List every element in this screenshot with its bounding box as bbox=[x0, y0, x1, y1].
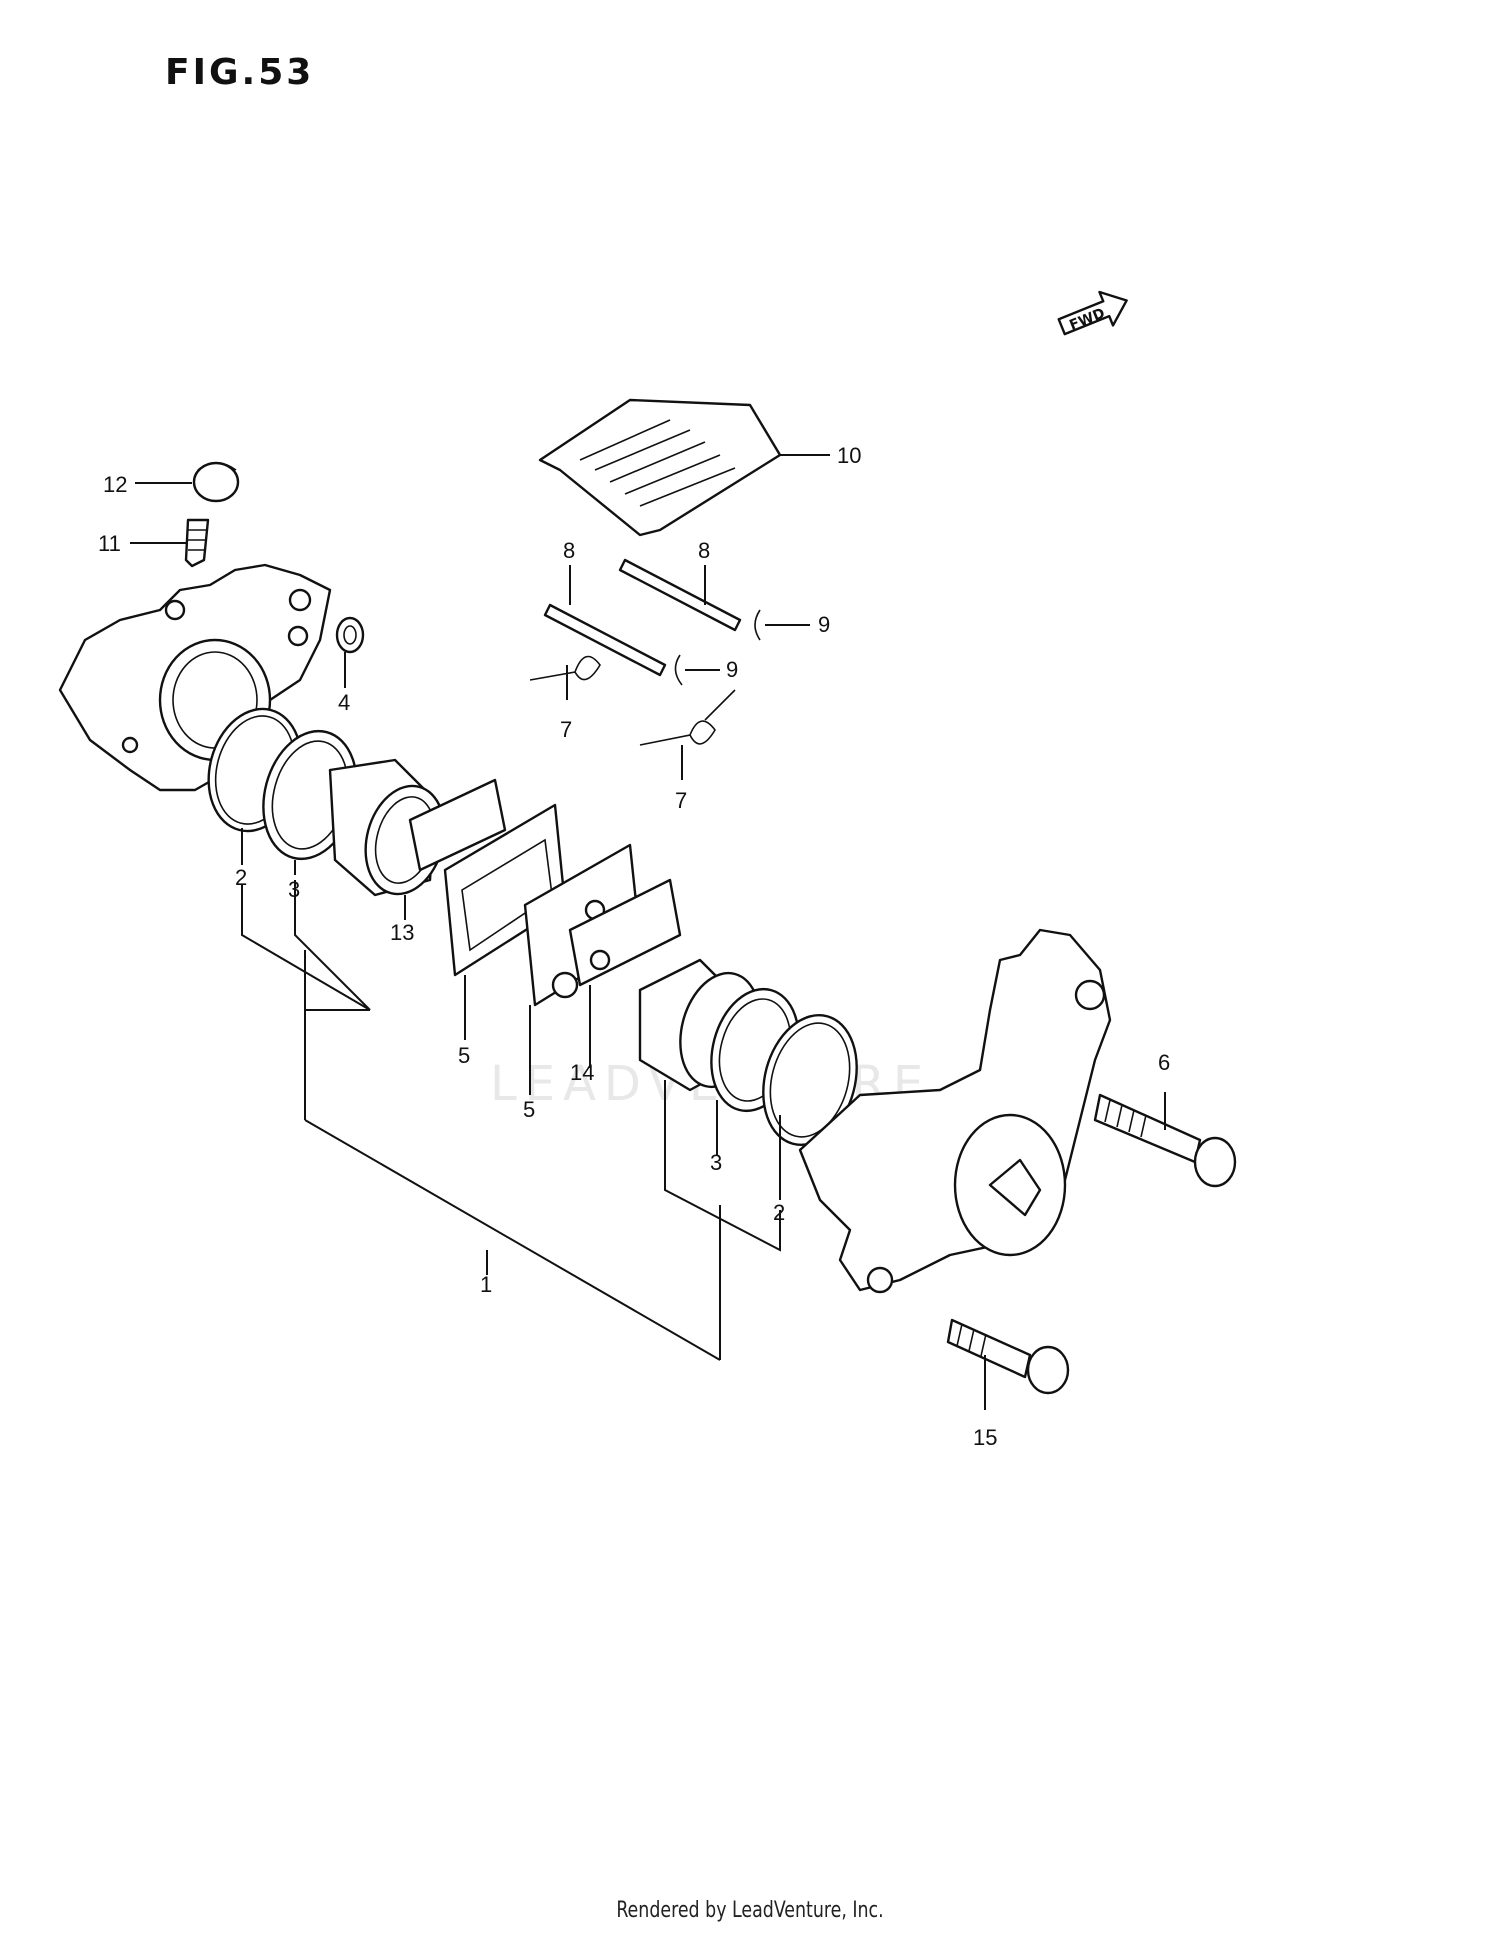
callout-3a: 3 bbox=[288, 877, 300, 902]
callout-9b: 9 bbox=[726, 657, 738, 682]
fwd-arrow-icon: FWD bbox=[1057, 290, 1128, 336]
callout-10: 10 bbox=[837, 443, 861, 468]
callout-4: 4 bbox=[338, 690, 350, 715]
leader-lines bbox=[130, 454, 1166, 1410]
callout-8a: 8 bbox=[563, 538, 575, 563]
spring-7-b bbox=[639, 689, 736, 746]
figure-title: FIG.53 bbox=[165, 52, 315, 93]
shim-left bbox=[408, 778, 507, 872]
bolt-6 bbox=[1093, 1093, 1237, 1188]
bleeder-cap-12 bbox=[192, 461, 240, 503]
callout-5a: 5 bbox=[458, 1043, 470, 1068]
callout-8b: 8 bbox=[698, 538, 710, 563]
callout-2b: 2 bbox=[773, 1200, 785, 1225]
callout-2a: 2 bbox=[235, 865, 247, 890]
callout-15: 15 bbox=[973, 1425, 997, 1450]
caliper-housing-right bbox=[798, 928, 1112, 1294]
bleeder-valve-11 bbox=[184, 518, 210, 568]
footer-credit: Rendered by LeadVenture, Inc. bbox=[616, 1898, 884, 1923]
callout-13: 13 bbox=[390, 920, 414, 945]
callout-labels: 12 11 10 8 8 9 9 7 7 4 2 3 13 5 5 14 3 2… bbox=[98, 443, 1170, 1450]
seal-2-right bbox=[762, 1013, 858, 1147]
callout-12: 12 bbox=[103, 472, 127, 497]
pad-spring-10 bbox=[538, 398, 782, 537]
pad-pin-8-a bbox=[543, 603, 667, 677]
callout-6: 6 bbox=[1158, 1050, 1170, 1075]
shim-14 bbox=[568, 878, 682, 987]
callout-7b: 7 bbox=[675, 788, 687, 813]
clip-9-b bbox=[674, 654, 683, 686]
bolt-15 bbox=[946, 1318, 1070, 1395]
callout-11: 11 bbox=[98, 531, 121, 556]
callout-1: 1 bbox=[480, 1272, 492, 1297]
clip-9-a bbox=[754, 609, 761, 641]
callout-14: 14 bbox=[570, 1060, 594, 1085]
spring-7-a bbox=[529, 655, 601, 681]
callout-3b: 3 bbox=[710, 1150, 722, 1175]
pad-pin-8-b bbox=[618, 558, 742, 632]
callout-5b: 5 bbox=[523, 1097, 535, 1122]
washer-4 bbox=[335, 616, 365, 654]
callout-9a: 9 bbox=[818, 612, 830, 637]
callout-7a: 7 bbox=[560, 717, 572, 742]
